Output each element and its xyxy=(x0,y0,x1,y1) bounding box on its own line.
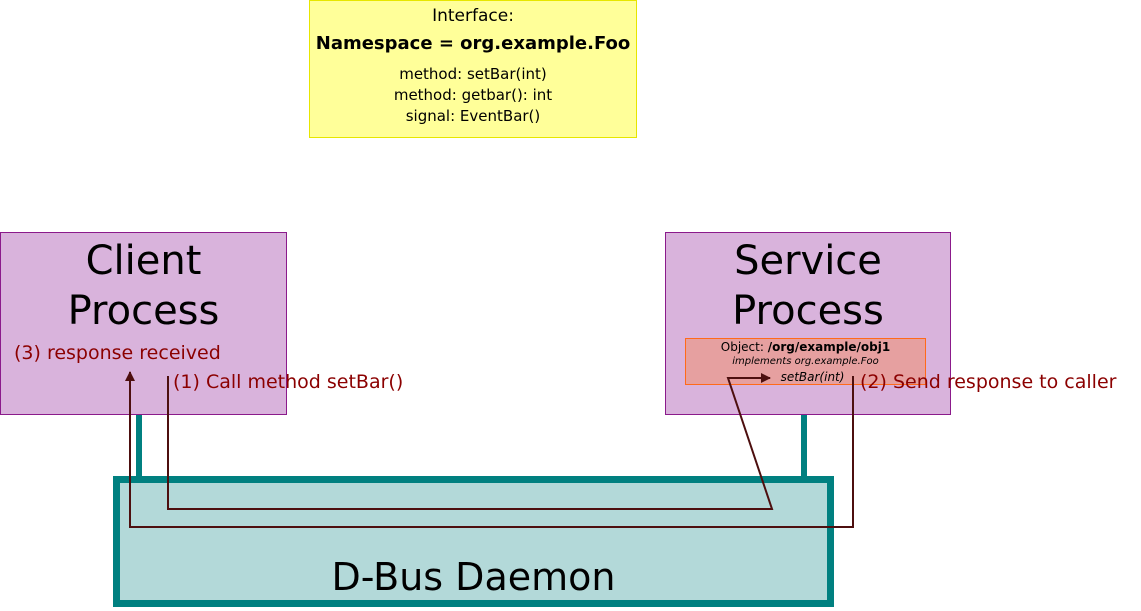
object-prefix: Object: xyxy=(720,340,768,354)
interface-member: method: setBar(int) xyxy=(399,65,547,83)
response-path-arrow xyxy=(125,371,854,528)
interface-member: signal: EventBar() xyxy=(405,107,541,125)
response-received-label: (3) response received xyxy=(14,342,221,364)
client-process-box: Client Process xyxy=(0,232,287,415)
client-title-line1: Client xyxy=(85,238,202,284)
interface-namespace: Namespace = org.example.Foo xyxy=(315,33,631,54)
object-method: setBar(int) xyxy=(780,370,845,384)
send-response-label: (2) Send response to caller xyxy=(860,371,1117,393)
service-title-line1: Service xyxy=(734,238,882,284)
dbus-daemon-box: D-Bus Daemon xyxy=(113,476,834,607)
interface-box: Interface: Namespace = org.example.Foo m… xyxy=(309,0,637,138)
call-path-arrow xyxy=(167,373,774,510)
object-label: Object: /org/example/obj1 xyxy=(686,340,925,354)
call-method-label: (1) Call method setBar() xyxy=(173,371,404,393)
dbus-daemon-label: D-Bus Daemon xyxy=(331,555,616,599)
client-title-line2: Process xyxy=(67,288,220,334)
object-path: /org/example/obj1 xyxy=(767,340,891,354)
object-box: Object: /org/example/obj1 implements org… xyxy=(685,338,926,385)
service-title-line2: Process xyxy=(732,288,884,334)
object-implements: implements org.example.Foo xyxy=(732,356,879,367)
interface-member: method: getbar(): int xyxy=(393,86,553,104)
interface-title: Interface: xyxy=(432,6,514,26)
